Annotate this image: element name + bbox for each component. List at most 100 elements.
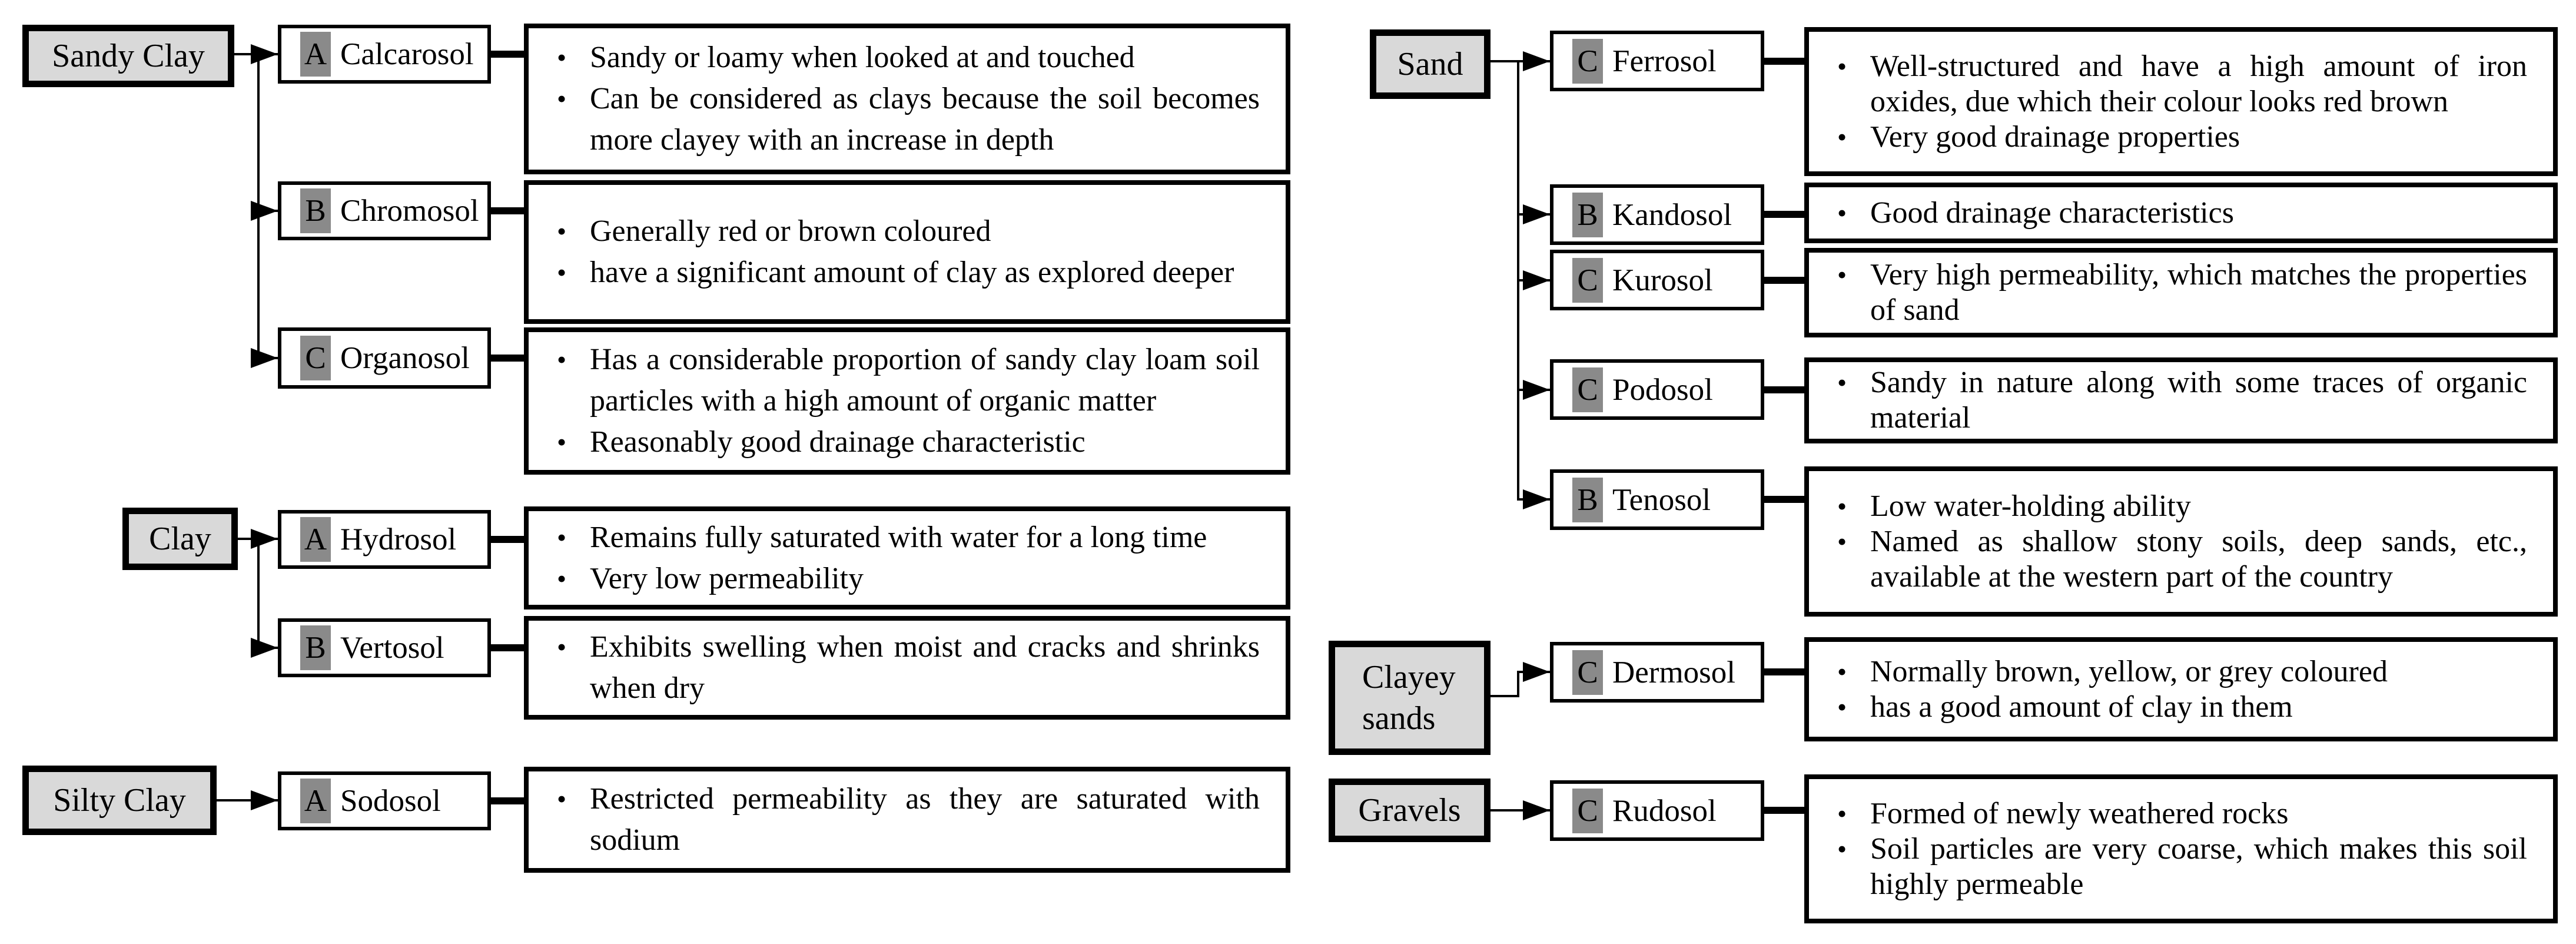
order-sodosol: A Sodosol [278,771,491,830]
connector-line [1764,58,1804,65]
grade-badge: C [1572,38,1603,84]
order-podosol: C Podosol [1550,359,1764,420]
order-name: Rudosol [1612,793,1717,828]
bullet-text: Formed of newly weathered rocks [1870,796,2289,830]
connector-line [1764,211,1804,218]
order-hydrosol: A Hydrosol [278,510,491,569]
bullet-text: Soil particles are very coarse, which ma… [1870,832,2527,901]
bullet-point: Very high permeability, which matches th… [1829,257,2527,328]
order-name: Kurosol [1612,263,1713,297]
order-name: Ferrosol [1612,44,1717,78]
bullet-text: Can be considered as clays because the s… [590,82,1260,157]
order-name: Podosol [1612,372,1713,407]
bullet-text: has a good amount of clay in them [1870,690,2293,724]
bullet-point: Named as shallow stony soils, deep sands… [1829,524,2527,595]
grade-badge: C [1572,257,1603,303]
arrowhead-icon [1523,489,1550,509]
soil-type-label: Gravels [1358,792,1461,829]
order-organosol: C Organosol [278,327,491,389]
bullet-point: Generally red or brown coloured [549,211,1260,252]
bullet-text: Restricted permeability as they are satu… [590,782,1260,857]
arrowhead-icon [251,201,278,221]
grade-badge: C [1572,650,1603,695]
soil-type-sandy-clay: Sandy Clay [22,25,234,87]
soil-type-clayey-sands: Clayey sands [1329,641,1491,755]
arrowhead-icon [1523,204,1550,224]
desc-hydrosol: Remains fully saturated with water for a… [524,506,1290,610]
bullet-point: Sandy or loamy when looked at and touche… [549,37,1260,78]
bullet-text: Normally brown, yellow, or grey coloured [1870,654,2388,688]
bullet-point: Very low permeability [549,558,1260,599]
order-ferrosol: C Ferrosol [1550,31,1764,91]
connector-line [491,355,524,362]
bullet-point: Formed of newly weathered rocks [1829,796,2527,832]
bullet-text: Exhibits swelling when moist and cracks … [590,630,1260,705]
desc-podosol: Sandy in nature along with some traces o… [1804,357,2558,443]
bullet-point: Very good drainage properties [1829,120,2527,155]
bullet-point: Exhibits swelling when moist and cracks … [549,627,1260,709]
order-tenosol: B Tenosol [1550,469,1764,530]
soil-type-gravels: Gravels [1329,779,1491,842]
order-calcarosol: A Calcarosol [278,25,491,84]
order-name: Tenosol [1612,482,1711,517]
order-chromosol: B Chromosol [278,181,491,240]
grade-badge: C [1572,367,1603,412]
soil-type-label: Sandy Clay [52,38,205,74]
arrowhead-icon [1523,800,1550,820]
grade-badge: B [1572,192,1603,237]
bullet-text: Very good drainage properties [1870,120,2240,154]
bullet-point: Can be considered as clays because the s… [549,78,1260,161]
arrowhead-icon [251,790,278,810]
grade-badge: B [300,625,331,670]
connector-line [257,538,260,649]
connector-line [1517,671,1519,697]
connector-line [217,799,278,801]
connector-line [1764,386,1804,393]
bullet-text: Reasonably good drainage characteristic [590,425,1085,459]
arrowhead-icon [251,44,278,64]
connector-line [1491,695,1519,697]
bullet-point: Reasonably good drainage characteristic [549,422,1260,463]
connector-line [491,536,524,543]
order-kurosol: C Kurosol [1550,250,1764,310]
connector-line [1764,277,1804,284]
soil-type-clay: Clay [122,508,238,570]
connector-line [1491,809,1550,811]
arrowhead-icon [251,348,278,368]
desc-vertosol: Exhibits swelling when moist and cracks … [524,616,1290,720]
arrowhead-icon [251,529,278,549]
order-name: Calcarosol [340,37,474,71]
order-name: Vertosol [340,631,444,665]
grade-badge: A [300,32,331,77]
connector-line [491,51,524,58]
grade-badge: C [1572,788,1603,833]
order-rudosol: C Rudosol [1550,780,1764,841]
arrowhead-icon [251,638,278,658]
soil-type-sand: Sand [1370,29,1491,99]
bullet-text: Very low permeability [590,561,864,595]
bullet-point: Remains fully saturated with water for a… [549,517,1260,558]
grade-badge: B [300,188,331,233]
order-kandosol: B Kandosol [1550,184,1764,245]
bullet-text: Has a considerable proportion of sandy c… [590,343,1260,418]
bullet-text: Remains fully saturated with water for a… [590,520,1207,554]
arrowhead-icon [1523,270,1550,290]
desc-rudosol: Formed of newly weathered rocks Soil par… [1804,774,2558,923]
desc-dermosol: Normally brown, yellow, or grey coloured… [1804,637,2558,741]
order-name: Dermosol [1612,655,1736,690]
bullet-text: Good drainage characteristics [1870,196,2234,230]
soil-type-label: Silty Clay [53,782,186,819]
connector-line [1491,60,1550,62]
connector-line [1764,668,1804,675]
order-name: Hydrosol [340,522,457,557]
arrowhead-icon [1523,662,1550,682]
soil-type-label: Clay [149,521,211,557]
bullet-point: have a significant amount of clay as exp… [549,252,1260,293]
bullet-point: Normally brown, yellow, or grey coloured [1829,654,2527,690]
desc-tenosol: Low water-holding ability Named as shall… [1804,466,2558,617]
bullet-point: Well-structured and have a high amount o… [1829,49,2527,120]
order-name: Sodosol [340,784,441,818]
bullet-point: Good drainage characteristics [1829,196,2527,231]
soil-type-label: Clayey sands [1362,659,1456,737]
arrowhead-icon [1523,380,1550,400]
